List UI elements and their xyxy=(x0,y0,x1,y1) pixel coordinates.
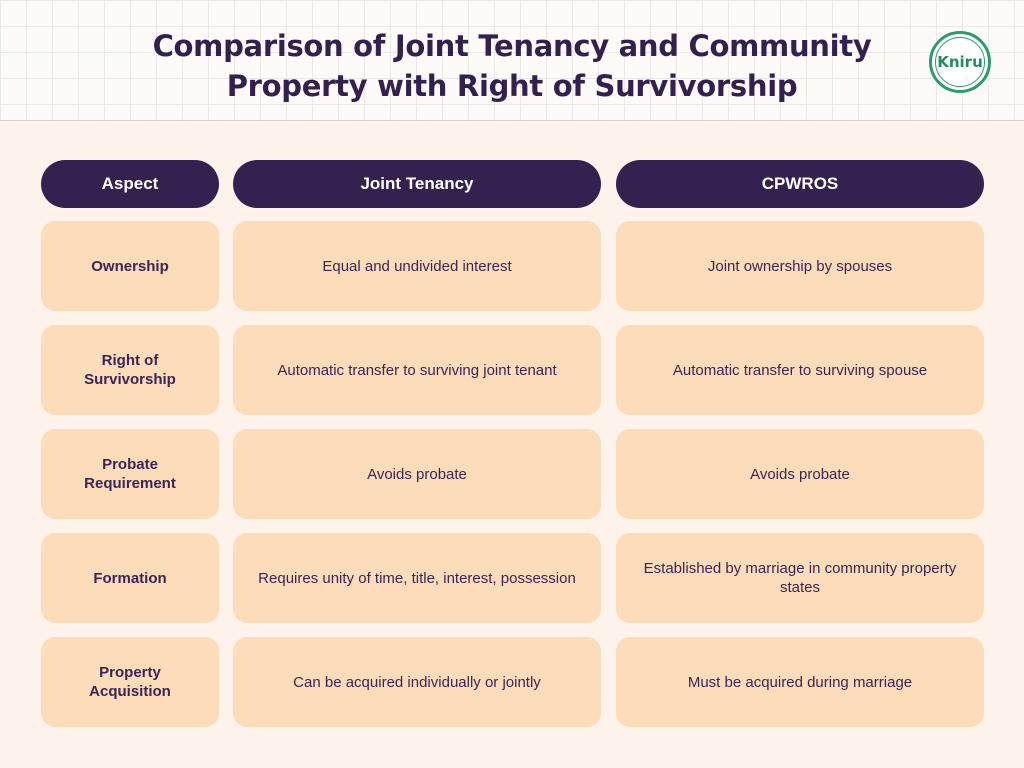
cpwros-cell-formation: Established by marriage in community pro… xyxy=(616,533,984,623)
logo-text: Kniru xyxy=(937,53,983,71)
kniru-logo: Kniru xyxy=(929,31,991,93)
header-banner: Comparison of Joint Tenancy and Communit… xyxy=(0,0,1024,121)
joint-tenancy-cell-formation: Requires unity of time, title, interest,… xyxy=(233,533,601,623)
joint-tenancy-cell-property-acquisition: Can be acquired individually or jointly xyxy=(233,637,601,727)
cpwros-cell-probate-requirement: Avoids probate xyxy=(616,429,984,519)
page-title: Comparison of Joint Tenancy and Communit… xyxy=(152,29,872,103)
cpwros-cell-property-acquisition: Must be acquired during marriage xyxy=(616,637,984,727)
aspect-cell-property-acquisition: Property Acquisition xyxy=(41,637,219,727)
column-header-cpwros: CPWROS xyxy=(616,160,984,208)
joint-tenancy-cell-ownership: Equal and undivided interest xyxy=(233,221,601,311)
aspect-cell-ownership: Ownership xyxy=(41,221,219,311)
joint-tenancy-cell-probate-requirement: Avoids probate xyxy=(233,429,601,519)
aspect-cell-formation: Formation xyxy=(41,533,219,623)
aspect-cell-right-of-survivorship: Right of Survivorship xyxy=(41,325,219,415)
column-header-joint-tenancy: Joint Tenancy xyxy=(233,160,601,208)
logo-ring xyxy=(935,37,985,87)
cpwros-cell-right-of-survivorship: Automatic transfer to surviving spouse xyxy=(616,325,984,415)
joint-tenancy-cell-right-of-survivorship: Automatic transfer to surviving joint te… xyxy=(233,325,601,415)
cpwros-cell-ownership: Joint ownership by spouses xyxy=(616,221,984,311)
column-header-aspect: Aspect xyxy=(41,160,219,208)
aspect-cell-probate-requirement: Probate Requirement xyxy=(41,429,219,519)
